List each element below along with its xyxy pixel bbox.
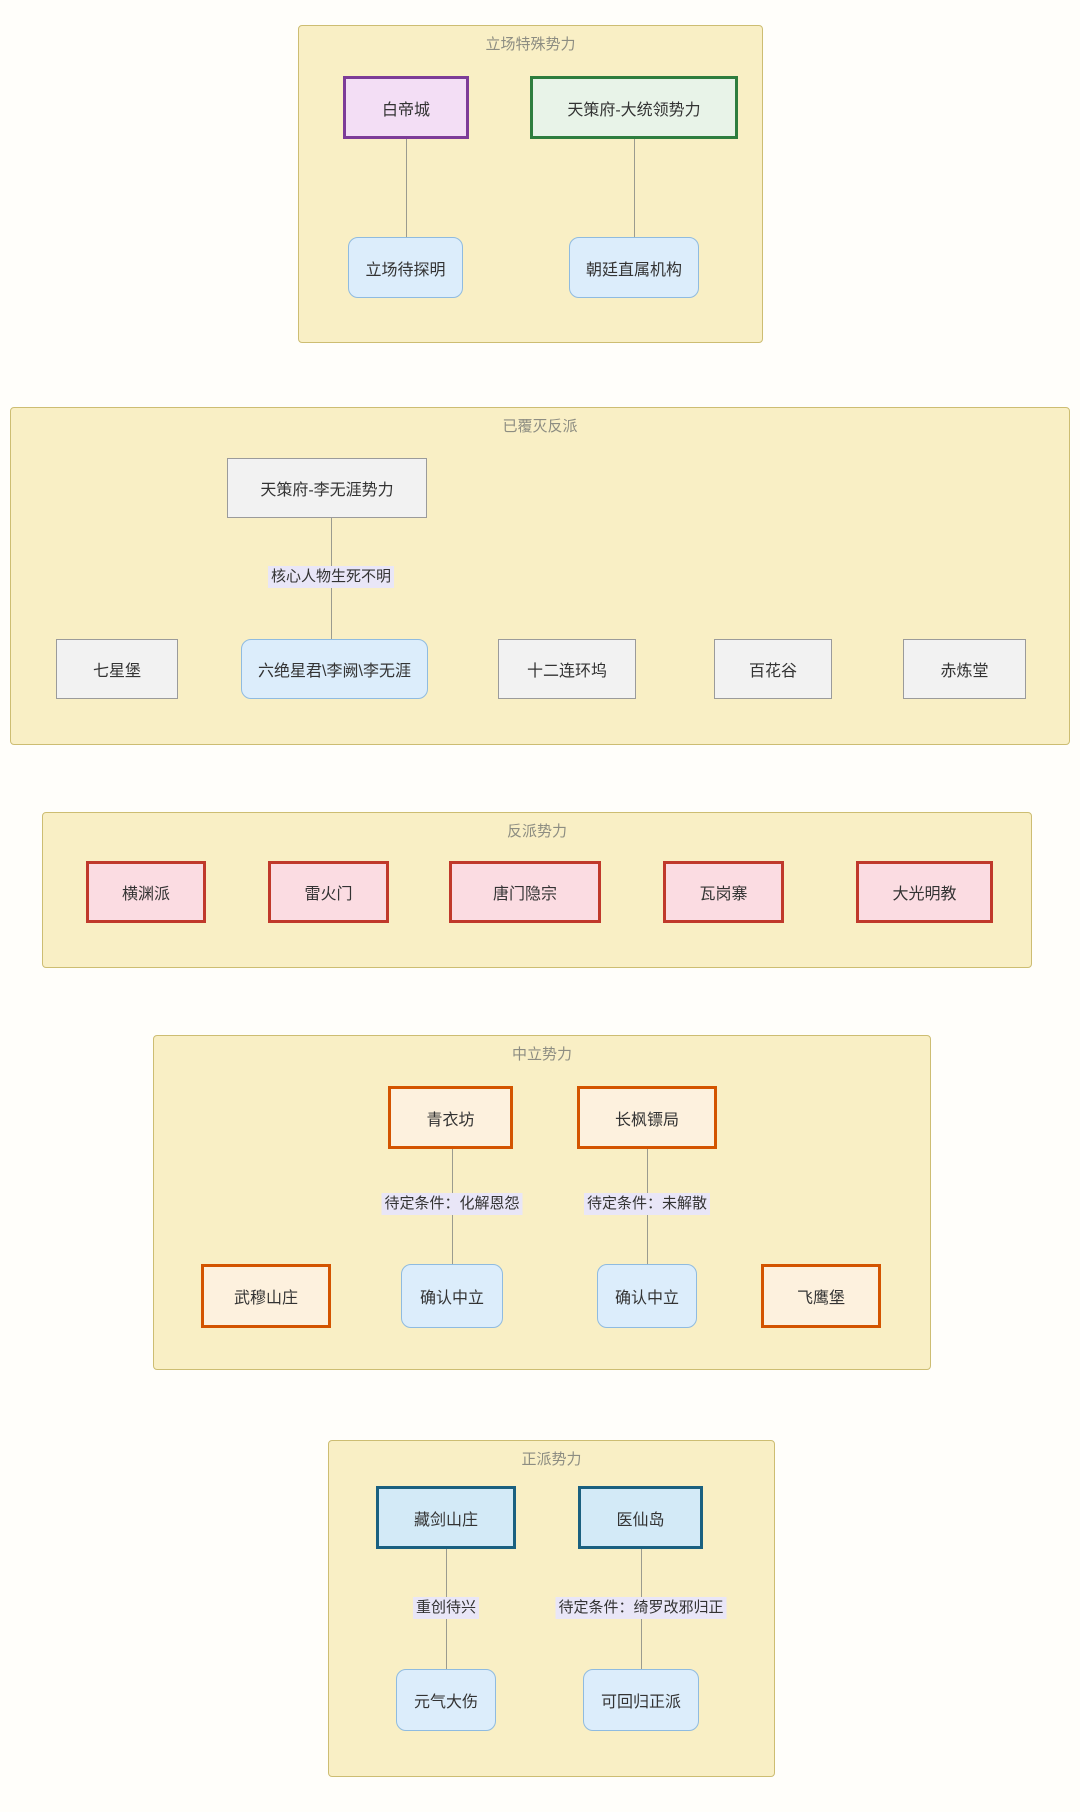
cluster-special-stance: 立场特殊势力 白帝城 天策府-大统领势力 立场待探明 朝廷直属机构 [298,25,763,343]
node-wumu-shanzhuang: 武穆山庄 [201,1264,331,1328]
connector-line [634,139,635,237]
node-baihuagu: 百花谷 [714,639,832,699]
connector-line [406,139,407,237]
node-tangmen-yinzong: 唐门隐宗 [449,861,601,923]
node-liujuexingjun-lique-liwuya: 六绝星君\李阙\李无涯 [241,639,428,699]
node-yixiandao: 医仙岛 [578,1486,703,1549]
edge-label-wei-jiesan: 待定条件：未解散 [583,1193,711,1215]
node-changfeng-biaoju: 长枫镖局 [577,1086,717,1149]
cluster-title: 已覆灭反派 [502,418,578,435]
node-feiyingbao: 飞鹰堡 [761,1264,881,1328]
node-kehuigui-zhengpai: 可回归正派 [583,1669,699,1731]
node-qingyifang: 青衣坊 [388,1086,513,1149]
cluster-villain-forces: 反派势力 横渊派 雷火门 唐门隐宗 瓦岗寨 大光明教 [42,812,1032,968]
node-queren-zhongli-1: 确认中立 [401,1264,503,1328]
node-yuanqi-dashang: 元气大伤 [396,1669,496,1731]
node-daguangmingjiao: 大光明教 [856,861,993,923]
cluster-title: 立场特殊势力 [485,36,576,53]
cluster-destroyed-villains: 已覆灭反派 核心人物生死不明 天策府-李无涯势力 七星堡 六绝星君\李阙\李无涯… [10,407,1070,745]
edge-label-qiluo-gaixie-guizheng: 待定条件：绮罗改邪归正 [555,1597,727,1619]
cluster-title: 反派势力 [506,823,567,840]
node-wagangzhai: 瓦岗寨 [663,861,784,923]
node-tiancefu-datongling-shili: 天策府-大统领势力 [530,76,738,139]
node-hengyuanpai: 横渊派 [86,861,206,923]
node-shierlianhuanwu: 十二连环坞 [498,639,636,699]
node-cangjian-shanzhuang: 藏剑山庄 [376,1486,516,1549]
cluster-title: 正派势力 [521,1451,582,1468]
cluster-neutral-forces: 中立势力 待定条件：化解恩怨 待定条件：未解散 青衣坊 长枫镖局 武穆山庄 确认… [153,1035,931,1370]
node-chaoting-zhishu-jigou: 朝廷直属机构 [569,237,699,298]
node-qixingbao: 七星堡 [56,639,178,699]
cluster-righteous-forces: 正派势力 重创待兴 待定条件：绮罗改邪归正 藏剑山庄 医仙岛 元气大伤 可回归正… [328,1440,775,1777]
cluster-title: 中立势力 [511,1046,572,1063]
node-tiancefu-liwuya-shili: 天策府-李无涯势力 [227,458,427,518]
node-leihuomen: 雷火门 [268,861,389,923]
node-queren-zhongli-2: 确认中立 [597,1264,697,1328]
edge-label-chongchuang-daixing: 重创待兴 [412,1597,480,1619]
node-baidicheng: 白帝城 [343,76,469,139]
edge-label-hexin-renwu-shengsi-buming: 核心人物生死不明 [267,566,395,588]
node-lichang-daitanming: 立场待探明 [348,237,463,298]
node-chiliantang: 赤炼堂 [903,639,1026,699]
edge-label-huajie-enyuan: 待定条件：化解恩怨 [381,1193,523,1215]
